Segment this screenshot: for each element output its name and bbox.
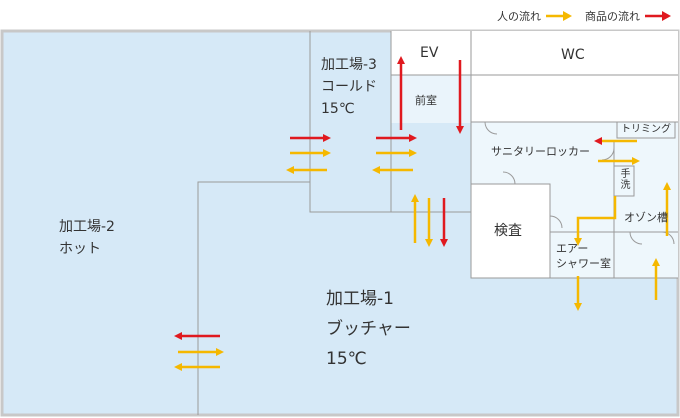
wc-room	[471, 31, 678, 122]
legend-goods-arrow-icon	[645, 11, 671, 21]
legend: 人の流れ 商品の流れ	[485, 6, 672, 26]
legend-goods-flow: 商品の流れ	[585, 8, 672, 24]
room-processing-2-label: 加工場-2 ホット	[59, 216, 115, 260]
processing-3-temp: 15℃	[321, 101, 355, 117]
air-shower-line1: エアー	[556, 242, 589, 255]
processing-1-name: 加工場-1	[326, 289, 394, 309]
room-sanitary-locker-label: サニタリーロッカー	[491, 145, 590, 158]
room-wc-label: WC	[561, 47, 585, 63]
goods-flow-arrows	[174, 56, 637, 340]
inspection-room	[471, 184, 550, 278]
processing-3-type: コールド	[321, 79, 377, 95]
processing-2-name: 加工場-2	[59, 219, 115, 235]
room-ozone-tank-label: オゾン槽	[624, 211, 668, 224]
room-anteroom-label: 前室	[415, 94, 437, 107]
processing-1-type: ブッチャー	[326, 319, 411, 339]
ev-room	[391, 31, 471, 75]
room-handwash-label: 手洗	[618, 168, 629, 190]
processing-3-name: 加工場-3	[321, 57, 377, 73]
interior-walls	[197, 31, 678, 415]
legend-people-flow: 人の流れ	[497, 8, 573, 24]
anteroom-area	[391, 75, 471, 123]
people-arrow-to-airshower	[574, 196, 617, 246]
room-air-shower-label: エアー シャワー室	[556, 241, 611, 271]
legend-people-label: 人の流れ	[497, 10, 541, 23]
room-trimming-label: トリミング	[621, 124, 671, 135]
room-processing-1-label: 加工場-1 ブッチャー 15℃	[326, 284, 411, 374]
air-shower-line2: シャワー室	[556, 257, 611, 270]
room-processing-3-label: 加工場-3 コールド 15℃	[321, 54, 377, 120]
legend-goods-label: 商品の流れ	[585, 10, 640, 23]
room-ev-label: EV	[420, 45, 439, 61]
processing-2-type: ホット	[59, 241, 101, 257]
processing-1-temp: 15℃	[326, 349, 367, 369]
sanitary-area	[471, 122, 678, 184]
legend-people-arrow-icon	[546, 11, 572, 21]
room-inspection-label: 検査	[494, 223, 522, 239]
people-flow-arrows	[174, 149, 671, 371]
